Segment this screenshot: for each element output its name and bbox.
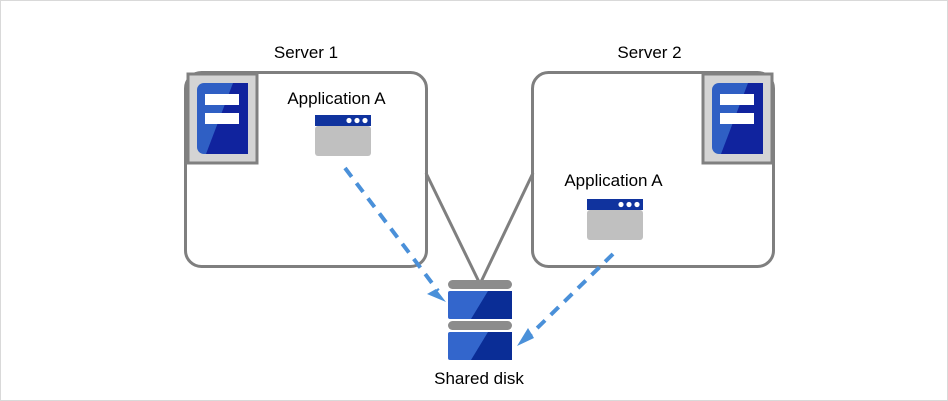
server-2-access-arrow <box>517 252 615 346</box>
server-1-disk-connector <box>424 172 482 285</box>
server-1-box[interactable] <box>184 71 428 268</box>
server-2-access-arrow-line <box>526 252 615 339</box>
server-2-box[interactable] <box>531 71 775 268</box>
application-window-body <box>315 126 371 156</box>
disk-platter-lower-shade <box>471 332 512 360</box>
window-dot-2-icon <box>626 201 632 208</box>
disk-platter-lower <box>448 332 512 360</box>
server-icon-bar-bottom <box>720 113 754 124</box>
shared-disk-icon[interactable] <box>448 280 512 360</box>
server-icon-bar-top <box>205 94 239 105</box>
window-dot-1-icon <box>346 117 352 124</box>
server-2-application-label: Application A <box>564 171 663 190</box>
server-1-title: Server 1 <box>273 43 339 62</box>
application-window-titlebar <box>587 199 643 210</box>
disk-platter-upper <box>448 291 512 319</box>
window-dot-2-icon <box>354 117 360 124</box>
disk-bar-bottom <box>448 321 512 330</box>
server-1-application-label: Application A <box>287 89 386 108</box>
window-dot-3-icon <box>634 201 640 208</box>
server-2-disk-connector <box>478 172 535 285</box>
server-1-access-arrow-head <box>427 289 446 302</box>
disk-platter-upper-shade <box>471 291 512 319</box>
server-2-application-window-icon[interactable] <box>587 199 643 240</box>
disk-bar-top <box>448 280 512 289</box>
server-1-access-arrow-line <box>343 166 440 293</box>
server-1-application-window-icon[interactable] <box>315 115 371 156</box>
server-1-access-arrow <box>343 166 446 302</box>
application-window-titlebar <box>315 115 371 126</box>
window-dot-3-icon <box>362 117 368 124</box>
server-1-icon <box>186 72 259 165</box>
application-window-body <box>587 210 643 240</box>
shared-disk-label: Shared disk <box>434 369 524 388</box>
server-icon-bar-bottom <box>205 113 239 124</box>
window-dot-1-icon <box>618 201 624 208</box>
server-2-icon <box>701 72 774 165</box>
server-2-access-arrow-head <box>517 328 534 346</box>
server-icon-bar-top <box>720 94 754 105</box>
server-2-title: Server 2 <box>617 43 682 62</box>
